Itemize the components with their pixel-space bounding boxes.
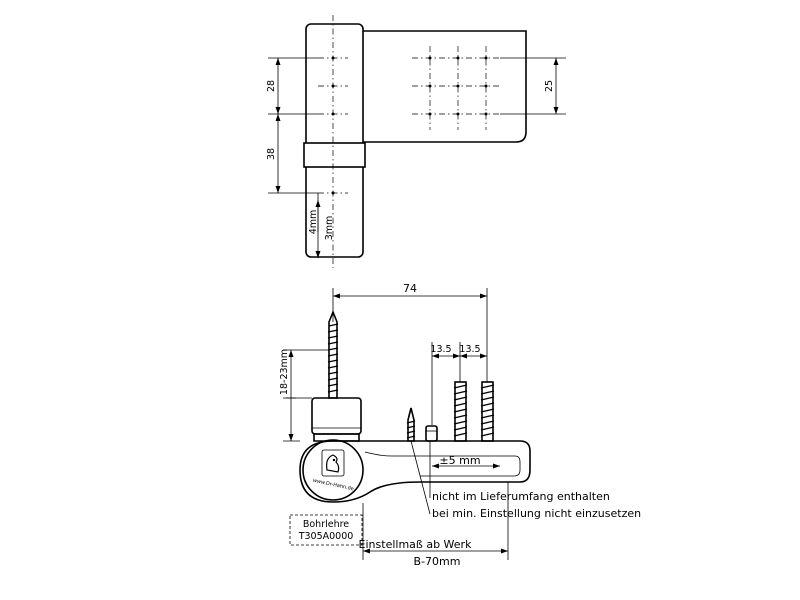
dim-25: 25	[544, 80, 555, 92]
dim-28: 28	[266, 80, 277, 92]
hinge-barrel-top	[305, 23, 364, 258]
note-not-included: nicht im Lieferumfang enthalten	[432, 490, 610, 503]
hinge-plate	[363, 30, 527, 143]
adjust-pin	[425, 425, 438, 442]
factory-setting-value: B-70mm	[414, 555, 461, 568]
main-screw	[327, 309, 339, 399]
brand-url: www.Dr-Hahn.de	[312, 478, 354, 493]
drill-template-line2: T305A0000	[298, 531, 354, 542]
dim-13-5-left: 13.5	[430, 344, 451, 355]
pivot-ring	[302, 439, 364, 501]
side-screw-right	[480, 381, 495, 442]
top-view: 28 38 25 4mm 3mm	[266, 15, 566, 268]
dim-minus-3mm: 3mm	[324, 216, 335, 241]
dim-18-23mm: 18-23mm	[279, 349, 290, 395]
dim-38: 38	[266, 148, 277, 160]
side-view: 74 13.5 13.5 18-23mm www.Dr-Hahn.d	[279, 282, 641, 568]
brand-logo-icon	[321, 449, 345, 477]
dim-plus-minus-5mm: ±5 mm	[439, 454, 480, 467]
note-not-used: bei min. Einstellung nicht einzusetzen	[432, 507, 641, 520]
dim-13-5-right: 13.5	[459, 344, 480, 355]
drill-template-line1: Bohrlehre	[303, 519, 349, 530]
small-screw	[406, 407, 416, 442]
hinge-collar	[303, 142, 366, 168]
barrel-head	[311, 397, 362, 435]
drill-template-box	[289, 514, 363, 546]
factory-setting-label: Einstellmaß ab Werk	[359, 538, 473, 551]
dim-plus-4mm: 4mm	[308, 210, 319, 235]
side-screw-left	[453, 381, 468, 442]
dim-74: 74	[403, 282, 417, 295]
